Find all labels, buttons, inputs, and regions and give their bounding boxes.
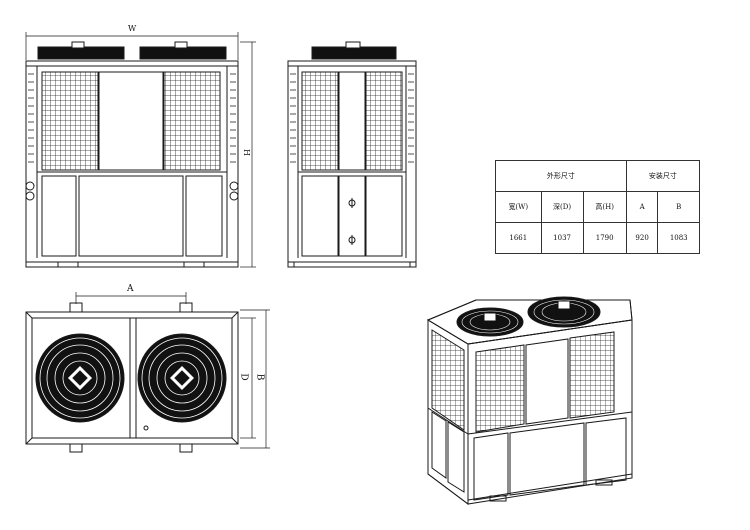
table-row: 宽(W) 深(D) 高(H) A B [495,191,700,223]
col-b-label: B [657,191,700,223]
header-outer-dimensions: 外形尺寸 [495,160,627,192]
value-width: 1661 [495,222,542,254]
dimension-spec-table: 外形尺寸 安装尺寸 宽(W) 深(D) 高(H) A B 1661 1037 1… [495,160,701,254]
col-depth-label: 深(D) [540,191,584,223]
value-a: 920 [625,222,659,254]
dimension-label-a: A [127,284,134,294]
side-view [287,41,417,268]
value-height: 1790 [582,222,627,254]
dimension-label-d: D [238,373,249,381]
value-b: 1083 [657,222,700,254]
value-depth: 1037 [540,222,584,254]
col-width-label: 宽(W) [495,191,542,223]
dimension-label-h: H [241,149,251,156]
col-a-label: A [625,191,659,223]
front-view [25,32,256,268]
isometric-view [426,296,633,505]
col-height-label: 高(H) [582,191,627,223]
header-install-dimensions: 安装尺寸 [625,160,701,192]
dimension-label-b: B [254,373,265,381]
dimension-label-w: W [128,24,137,33]
top-view [25,292,270,453]
table-row: 1661 1037 1790 920 1083 [495,222,700,254]
table-row: 外形尺寸 安装尺寸 [495,160,701,192]
